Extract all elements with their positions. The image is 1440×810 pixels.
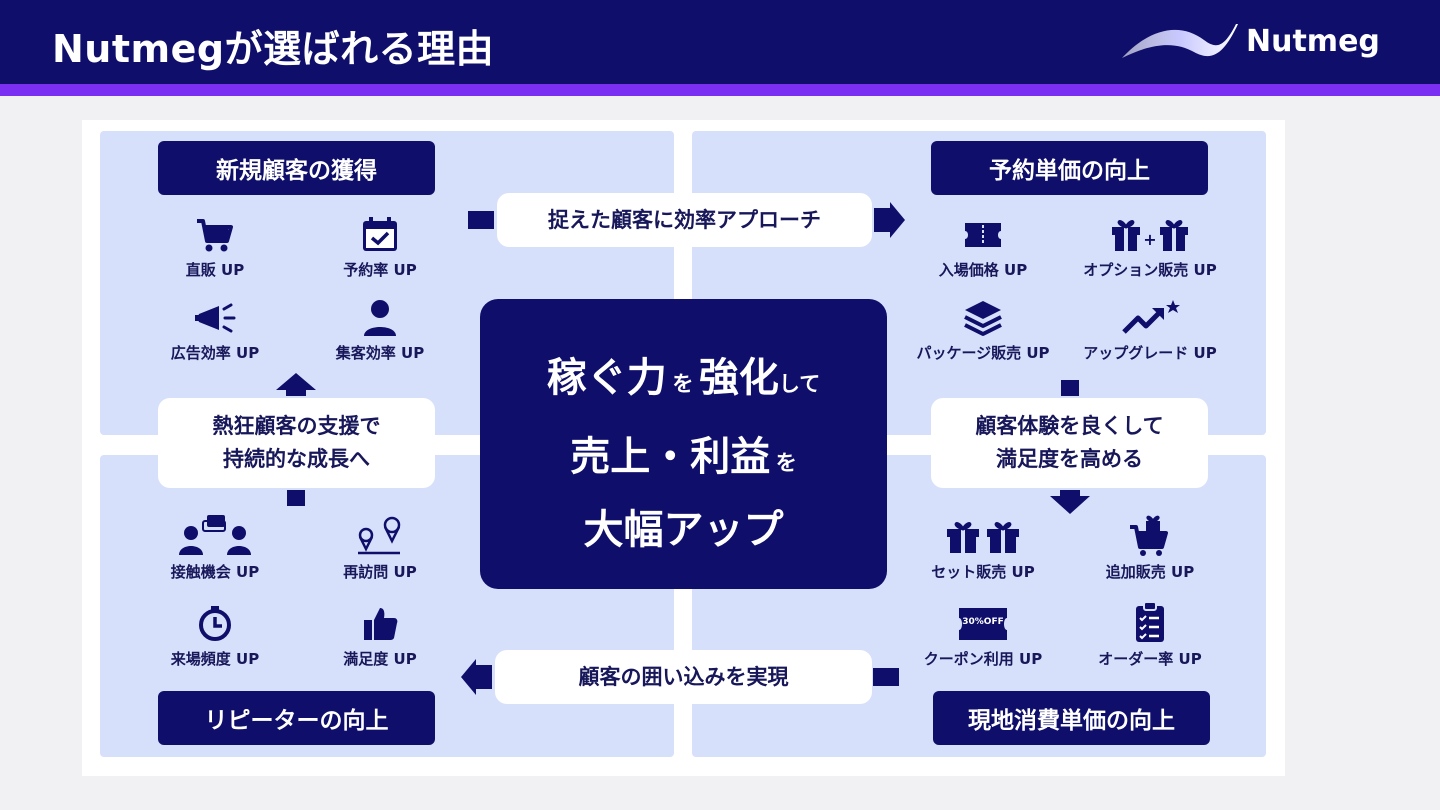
connector-right-line2: 満足度を高める bbox=[996, 447, 1143, 471]
connector-right: 顧客体験を良くして満足度を高める bbox=[931, 398, 1208, 488]
item-contact-opportunity: 接触機会 UP bbox=[125, 513, 305, 582]
item-revisit: 再訪問 UP bbox=[290, 513, 470, 582]
layers-icon bbox=[964, 301, 1002, 336]
coupon-icon bbox=[959, 608, 1007, 640]
center-l2a: 売上・利益 bbox=[570, 434, 771, 480]
item-visit-frequency: 来場頻度 UP bbox=[125, 604, 305, 669]
trend-up-star-icon bbox=[1122, 300, 1180, 334]
center-l3: 大幅アップ bbox=[583, 507, 784, 553]
item-option-sales: + オプション販売 UP bbox=[1060, 215, 1240, 280]
item-set-sales: セット販売 UP bbox=[893, 517, 1073, 582]
megaphone-icon bbox=[195, 303, 236, 333]
item-label: 直販 UP bbox=[185, 261, 245, 279]
item-label: 満足度 UP bbox=[343, 650, 417, 668]
item-label: 来場頻度 UP bbox=[170, 650, 260, 668]
header: Nutmegが選ばれる理由 Nutmeg bbox=[0, 0, 1440, 84]
svg-text:+: + bbox=[1143, 230, 1156, 249]
item-coupon-usage: 30%OFF クーポン利用 UP bbox=[893, 604, 1073, 669]
title-booking-price: 予約単価の向上 bbox=[931, 141, 1208, 195]
item-label: 追加販売 UP bbox=[1105, 563, 1195, 581]
item-direct-sales: 直販 UP bbox=[125, 215, 305, 280]
center-l1a: 稼ぐ力 bbox=[546, 355, 667, 401]
gift-plus-gift-icon: + bbox=[1112, 220, 1188, 251]
connector-left: 熱狂顧客の支援で持続的な成長へ bbox=[158, 398, 435, 488]
center-l1c: 強化 bbox=[698, 355, 779, 401]
item-upgrade: アップグレード UP bbox=[1060, 298, 1240, 363]
item-admission-price: 入場価格 UP bbox=[893, 215, 1073, 280]
center-line-3: 大幅アップ bbox=[480, 497, 887, 555]
item-label: 再訪問 UP bbox=[343, 563, 417, 581]
title-repeaters: リピーターの向上 bbox=[158, 691, 435, 745]
item-label: クーポン利用 UP bbox=[923, 650, 1043, 668]
item-package-sales: パッケージ販売 UP bbox=[893, 298, 1073, 363]
item-label: 入場価格 UP bbox=[938, 261, 1028, 279]
coupon-badge-text: 30%OFF bbox=[962, 617, 1004, 627]
connector-bottom: 顧客の囲い込みを実現 bbox=[495, 650, 872, 704]
item-label: 集客効率 UP bbox=[335, 344, 425, 362]
item-label: 接触機会 UP bbox=[170, 563, 260, 581]
page-title: Nutmegが選ばれる理由 bbox=[52, 27, 495, 71]
location-pins-icon bbox=[358, 516, 401, 555]
header-accent-bar bbox=[0, 84, 1440, 96]
person-icon bbox=[364, 300, 396, 336]
nutmeg-logo-icon bbox=[1122, 24, 1238, 58]
center-l1b: を bbox=[672, 372, 694, 396]
clock-icon bbox=[199, 606, 231, 641]
title-onsite-spend: 現地消費単価の向上 bbox=[933, 691, 1210, 745]
item-label: 予約率 UP bbox=[343, 261, 417, 279]
logo-text: Nutmeg bbox=[1246, 24, 1380, 59]
item-label: アップグレード UP bbox=[1083, 344, 1217, 362]
item-order-rate: オーダー率 UP bbox=[1060, 600, 1240, 669]
item-customer-attraction: 集客効率 UP bbox=[290, 298, 470, 363]
item-satisfaction: 満足度 UP bbox=[290, 604, 470, 669]
people-chat-icon bbox=[179, 515, 251, 555]
center-l2b: を bbox=[775, 451, 797, 475]
center-l1d: して bbox=[778, 372, 821, 396]
two-gifts-icon bbox=[947, 522, 1019, 553]
connector-left-line2: 持続的な成長へ bbox=[223, 447, 370, 471]
shopping-cart-icon bbox=[197, 219, 233, 252]
item-label: オプション販売 UP bbox=[1083, 261, 1217, 279]
cart-plus-icon bbox=[1130, 515, 1168, 556]
ticket-icon bbox=[965, 223, 1001, 247]
item-ad-efficiency: 広告効率 UP bbox=[125, 298, 305, 363]
clipboard-list-icon bbox=[1136, 601, 1164, 642]
item-add-on-sales: 追加販売 UP bbox=[1060, 513, 1240, 582]
connector-right-line1: 顧客体験を良くして bbox=[975, 414, 1164, 439]
center-message-box: 稼ぐ力 を 強化して 売上・利益 を 大幅アップ bbox=[480, 299, 887, 589]
item-label: 広告効率 UP bbox=[170, 344, 260, 362]
center-line-1: 稼ぐ力 を 強化して bbox=[480, 345, 887, 403]
item-label: セット販売 UP bbox=[931, 563, 1035, 581]
item-booking-rate: 予約率 UP bbox=[290, 215, 470, 280]
item-label: オーダー率 UP bbox=[1098, 650, 1202, 668]
title-new-customers: 新規顧客の獲得 bbox=[158, 141, 435, 195]
center-line-2: 売上・利益 を bbox=[480, 424, 887, 482]
connector-top: 捉えた顧客に効率アプローチ bbox=[497, 193, 872, 247]
connector-left-line1: 熱狂顧客の支援で bbox=[212, 414, 381, 439]
calendar-check-icon bbox=[363, 217, 397, 251]
thumbs-up-icon bbox=[364, 608, 398, 640]
item-label: パッケージ販売 UP bbox=[916, 344, 1050, 362]
